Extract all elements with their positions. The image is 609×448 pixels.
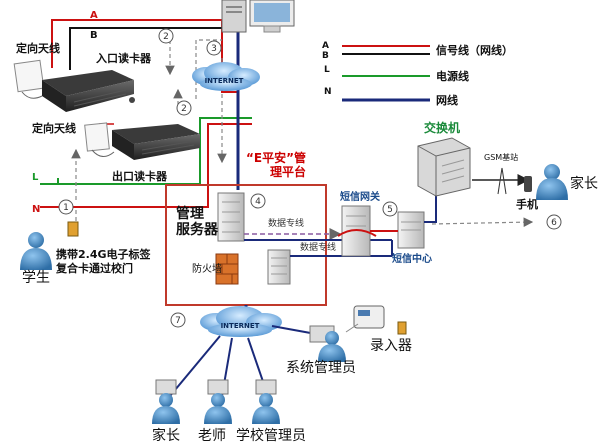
internet-cloud-bottom: INTERNET bbox=[200, 306, 282, 337]
school-admin-label: 学校管理员 bbox=[236, 427, 306, 444]
recorder-label: 录入器 bbox=[370, 338, 412, 354]
step-2-marker bbox=[176, 100, 192, 116]
platform-label-line-2: 理平台 bbox=[270, 164, 306, 179]
step-6-label: 6 bbox=[551, 218, 557, 228]
mgmt-server-line-2: 服务器 bbox=[176, 221, 219, 238]
card-recorder-icon bbox=[353, 305, 385, 329]
legend-label-power: 电源线 bbox=[436, 69, 469, 83]
internet-cloud-top: INTERNET bbox=[192, 62, 260, 91]
entry-reader-group: 定向天线 入口读卡器 bbox=[13, 41, 152, 112]
step-2b-marker bbox=[158, 28, 174, 44]
parent-right-group: 家长 bbox=[536, 164, 598, 200]
recorder-card-icon bbox=[397, 321, 407, 335]
student-card-line-1: 携带2.4G电子标签 bbox=[56, 247, 152, 261]
step-4-label: 4 bbox=[255, 197, 261, 207]
neutral-line-n bbox=[40, 123, 252, 208]
parent-bottom-label: 家长 bbox=[152, 427, 180, 444]
power-line-l bbox=[40, 117, 252, 185]
teacher-icon bbox=[211, 393, 225, 407]
gsm-station-label: GSM基站 bbox=[484, 152, 518, 162]
sms-center-label: 短信中心 bbox=[392, 252, 432, 265]
legend-label-network: 网线 bbox=[436, 93, 458, 107]
parent-right-label: 家长 bbox=[570, 175, 598, 192]
student-group: 携带2.4G电子标签 复合卡通过校门 学生 bbox=[20, 221, 152, 286]
admin-computer bbox=[221, 0, 295, 33]
school-admin-icon bbox=[259, 393, 273, 407]
step-5-marker bbox=[382, 201, 398, 217]
system-admin-icon bbox=[325, 331, 339, 345]
sub-server-icon bbox=[267, 249, 291, 285]
sms-gateway-label: 短信网关 bbox=[340, 190, 380, 203]
parent-bottom-group: 家长 bbox=[152, 379, 180, 444]
legend-letter-a: A bbox=[322, 41, 329, 51]
wire-letter-a: A bbox=[90, 10, 98, 21]
legend-letter-b: B bbox=[322, 51, 329, 61]
teacher-group: 老师 bbox=[198, 379, 232, 444]
step-1-label: 1 bbox=[63, 203, 69, 213]
student-card-line-2: 复合卡通过校门 bbox=[55, 261, 133, 275]
step-7-label: 7 bbox=[175, 316, 181, 326]
legend-letter-l: L bbox=[324, 65, 330, 75]
student-icon bbox=[28, 232, 44, 248]
legend: A B 信号线（网线） L 电源线 N 网线 bbox=[322, 41, 513, 107]
switch-label: 交换机 bbox=[424, 120, 460, 135]
step-4-marker bbox=[250, 193, 266, 209]
legend-label-signal: 信号线（网线） bbox=[436, 43, 513, 57]
school-admin-group: 学校管理员 bbox=[236, 379, 306, 444]
sms-gateway: 短信网关 bbox=[337, 190, 380, 257]
parent-right-icon bbox=[544, 164, 560, 180]
step-3-marker bbox=[206, 40, 222, 56]
server-rack-icon bbox=[217, 192, 245, 242]
internet-top-label: INTERNET bbox=[205, 77, 244, 85]
parent-bottom-icon bbox=[159, 393, 173, 407]
step-2-label: 2 bbox=[181, 104, 187, 114]
internet-bottom-label: INTERNET bbox=[221, 322, 260, 330]
step-7-marker bbox=[170, 312, 186, 328]
exit-reader-label: 出口读卡器 bbox=[112, 169, 168, 183]
entry-reader-label: 入口读卡器 bbox=[96, 51, 152, 65]
platform-sub-server bbox=[267, 249, 291, 285]
step-markers: 1 2 2 3 4 5 6 7 bbox=[58, 28, 562, 328]
entry-reader-top bbox=[42, 70, 134, 96]
wire-letter-b: B bbox=[90, 30, 98, 41]
mgmt-server-line-1: 管理 bbox=[176, 205, 204, 222]
data-line-2-label: 数据专线 bbox=[300, 241, 336, 253]
dir-antenna-2-label: 定向天线 bbox=[32, 121, 76, 135]
step-6-marker bbox=[546, 214, 562, 230]
platform-label-line-1: “E平安”管 bbox=[246, 150, 306, 165]
exit-card-reader-icon bbox=[134, 134, 200, 160]
firewall: 防火墙 bbox=[192, 253, 239, 285]
wire-letter-n: N bbox=[32, 204, 40, 215]
sms-center: 短信中心 bbox=[392, 211, 432, 265]
management-server: 管理 服务器 bbox=[176, 192, 245, 242]
directional-antenna-2-icon bbox=[84, 122, 110, 152]
exit-reader-group: 定向天线 出口读卡器 bbox=[32, 121, 200, 183]
computer-tower bbox=[221, 0, 247, 33]
data-line-1-label: 数据专线 bbox=[268, 217, 304, 229]
switch-icon bbox=[417, 137, 471, 197]
mobile-label: 手机 bbox=[516, 197, 538, 211]
network-switch: 交换机 bbox=[417, 120, 471, 197]
step-3-label: 3 bbox=[211, 44, 217, 54]
legend-letter-n: N bbox=[324, 87, 332, 97]
firewall-label: 防火墙 bbox=[192, 262, 222, 275]
system-admin-group: 系统管理员 bbox=[286, 325, 356, 376]
dir-antenna-1-label: 定向天线 bbox=[16, 41, 60, 55]
student-label: 学生 bbox=[22, 270, 50, 286]
system-admin-label: 系统管理员 bbox=[286, 360, 356, 376]
rfid-card-icon bbox=[67, 221, 79, 237]
wire-letter-l: L bbox=[32, 172, 39, 183]
recorder-group: 录入器 bbox=[345, 305, 412, 354]
mobile-phone-icon bbox=[524, 176, 532, 192]
directional-antenna-1-icon bbox=[13, 59, 45, 93]
step-2b-label: 2 bbox=[163, 32, 169, 42]
teacher-label: 老师 bbox=[198, 428, 226, 444]
step-5-label: 5 bbox=[387, 205, 393, 215]
gsm-tower-icon bbox=[497, 167, 507, 195]
flow-6-arrow bbox=[431, 217, 534, 227]
step-1-marker bbox=[58, 199, 74, 215]
